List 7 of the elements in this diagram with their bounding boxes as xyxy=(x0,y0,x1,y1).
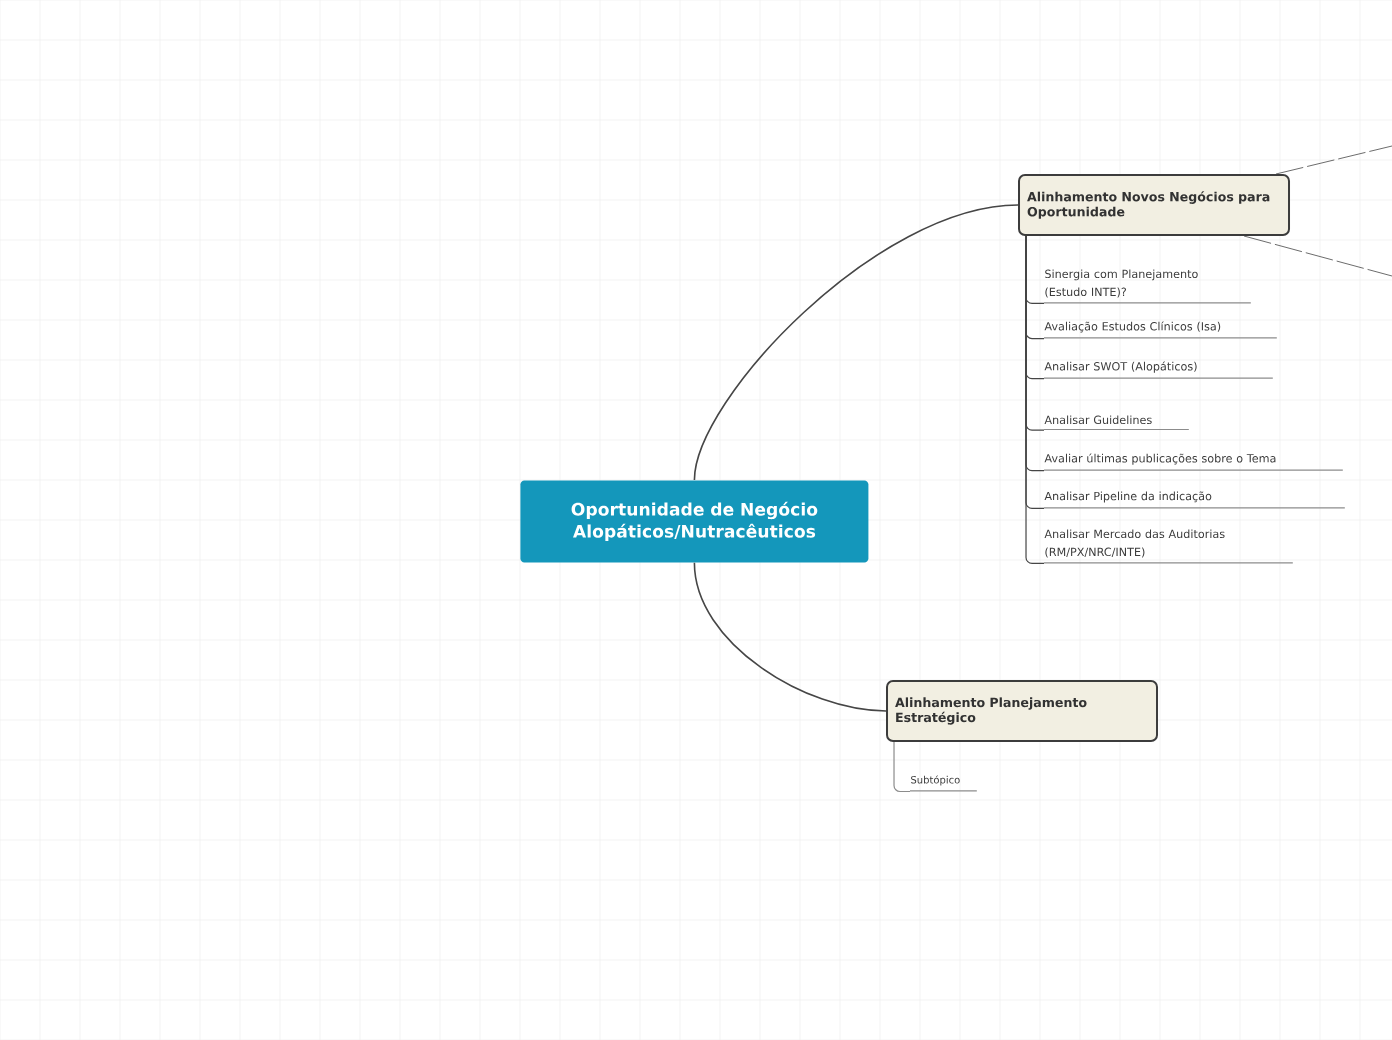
connector-line xyxy=(1275,145,1392,175)
connector-line xyxy=(1243,235,1392,277)
branch-curve xyxy=(693,562,887,712)
tree-line xyxy=(1025,235,1045,564)
central-topic-box: Oportunidade de Negócio Alopáticos/Nutracêuticos xyxy=(520,480,869,563)
tree-line xyxy=(893,741,911,793)
branch-curve xyxy=(693,204,1019,481)
